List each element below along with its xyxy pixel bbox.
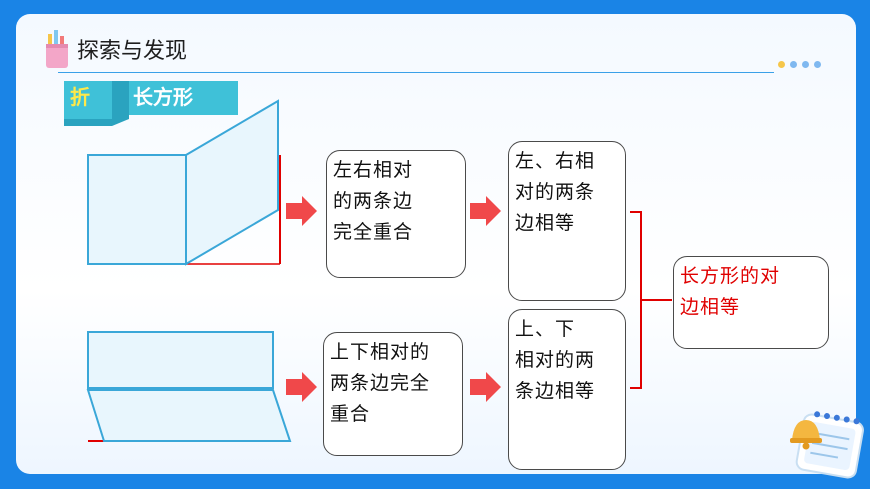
flow-top-step1: 左右相对 的两条边 完全重合 (326, 150, 466, 278)
arrow-right-icon (470, 196, 501, 226)
page-title: 探索与发现 (77, 39, 188, 64)
arrow-right-icon (470, 372, 501, 402)
flow-top-step2: 左、右相 对的两条 边相等 (508, 141, 626, 301)
shape-label: 长方形 (133, 85, 193, 109)
pencil-cup-icon (46, 30, 68, 68)
fold-label: 折 (70, 85, 90, 109)
title-underline (58, 72, 774, 73)
conclusion-box: 长方形的对 边相等 (673, 256, 829, 349)
flow-bottom-step2: 上、下 相对的两 条边相等 (508, 309, 626, 470)
arrow-right-icon (286, 372, 317, 402)
flow-bottom-step1: 上下相对的 两条边完全 重合 (323, 332, 463, 456)
arrow-right-icon (286, 196, 317, 226)
